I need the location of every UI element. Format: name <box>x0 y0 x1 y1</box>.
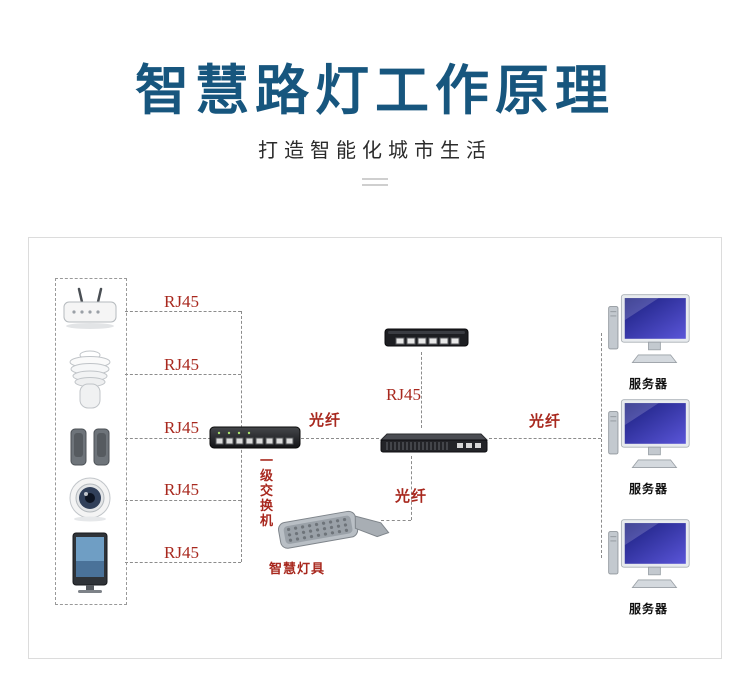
cable-rj45-5 <box>125 562 241 563</box>
street-lamp-icon <box>278 510 390 549</box>
cable-fiber-lamp <box>411 456 412 520</box>
cable-rj45-1 <box>125 311 241 312</box>
cable-rj45-3 <box>125 438 211 439</box>
page-title: 智慧路灯工作原理 <box>135 61 615 121</box>
rj45-label-3: RJ45 <box>164 418 199 437</box>
gateway-router-icon <box>384 328 469 347</box>
rj45-label-1: RJ45 <box>164 292 199 311</box>
cable-fiber-servers <box>489 438 601 439</box>
display-screen-icon <box>72 532 108 593</box>
rj45-label-5: RJ45 <box>164 543 199 562</box>
rj45-label-4: RJ45 <box>164 480 199 499</box>
speakers-icon <box>70 428 110 466</box>
server-label-2: 服务器 <box>628 482 668 496</box>
cable-rj45-router <box>421 352 422 428</box>
fiber-label-lamp: 光纤 <box>395 488 428 505</box>
server-label-1: 服务器 <box>628 377 668 391</box>
cable-rj45-4 <box>125 500 241 501</box>
server-monitor-icon-3 <box>606 518 691 596</box>
device-group-box <box>55 278 127 605</box>
cable-fiber-lamp-stub <box>381 520 411 521</box>
rj45-label-2: RJ45 <box>164 355 199 374</box>
topology-diagram: RJ45 RJ45 RJ45 RJ45 RJ45 RJ45 一级交换机 <box>28 237 722 659</box>
cable-bus-servers <box>601 333 602 558</box>
street-lamp-label: 智慧灯具 <box>269 561 326 576</box>
access-switch-label: 一级交换机 <box>260 453 274 528</box>
rj45-label-router: RJ45 <box>386 385 421 404</box>
server-monitor-icon-1 <box>606 293 691 371</box>
cable-fiber-switch <box>301 438 379 439</box>
cable-rj45-2 <box>125 374 241 375</box>
access-switch-icon <box>209 426 301 449</box>
weather-sensor-icon <box>69 350 111 409</box>
page-subtitle: 打造智能化城市生活 <box>258 140 492 162</box>
divider-icon <box>362 178 388 190</box>
dome-camera-icon <box>69 477 111 522</box>
fiber-label-switch: 光纤 <box>309 412 342 429</box>
fiber-label-server: 光纤 <box>529 413 562 430</box>
wireless-ap-icon <box>63 287 117 329</box>
core-switch-icon <box>379 433 489 453</box>
server-label-3: 服务器 <box>628 602 668 616</box>
server-monitor-icon-2 <box>606 398 691 476</box>
